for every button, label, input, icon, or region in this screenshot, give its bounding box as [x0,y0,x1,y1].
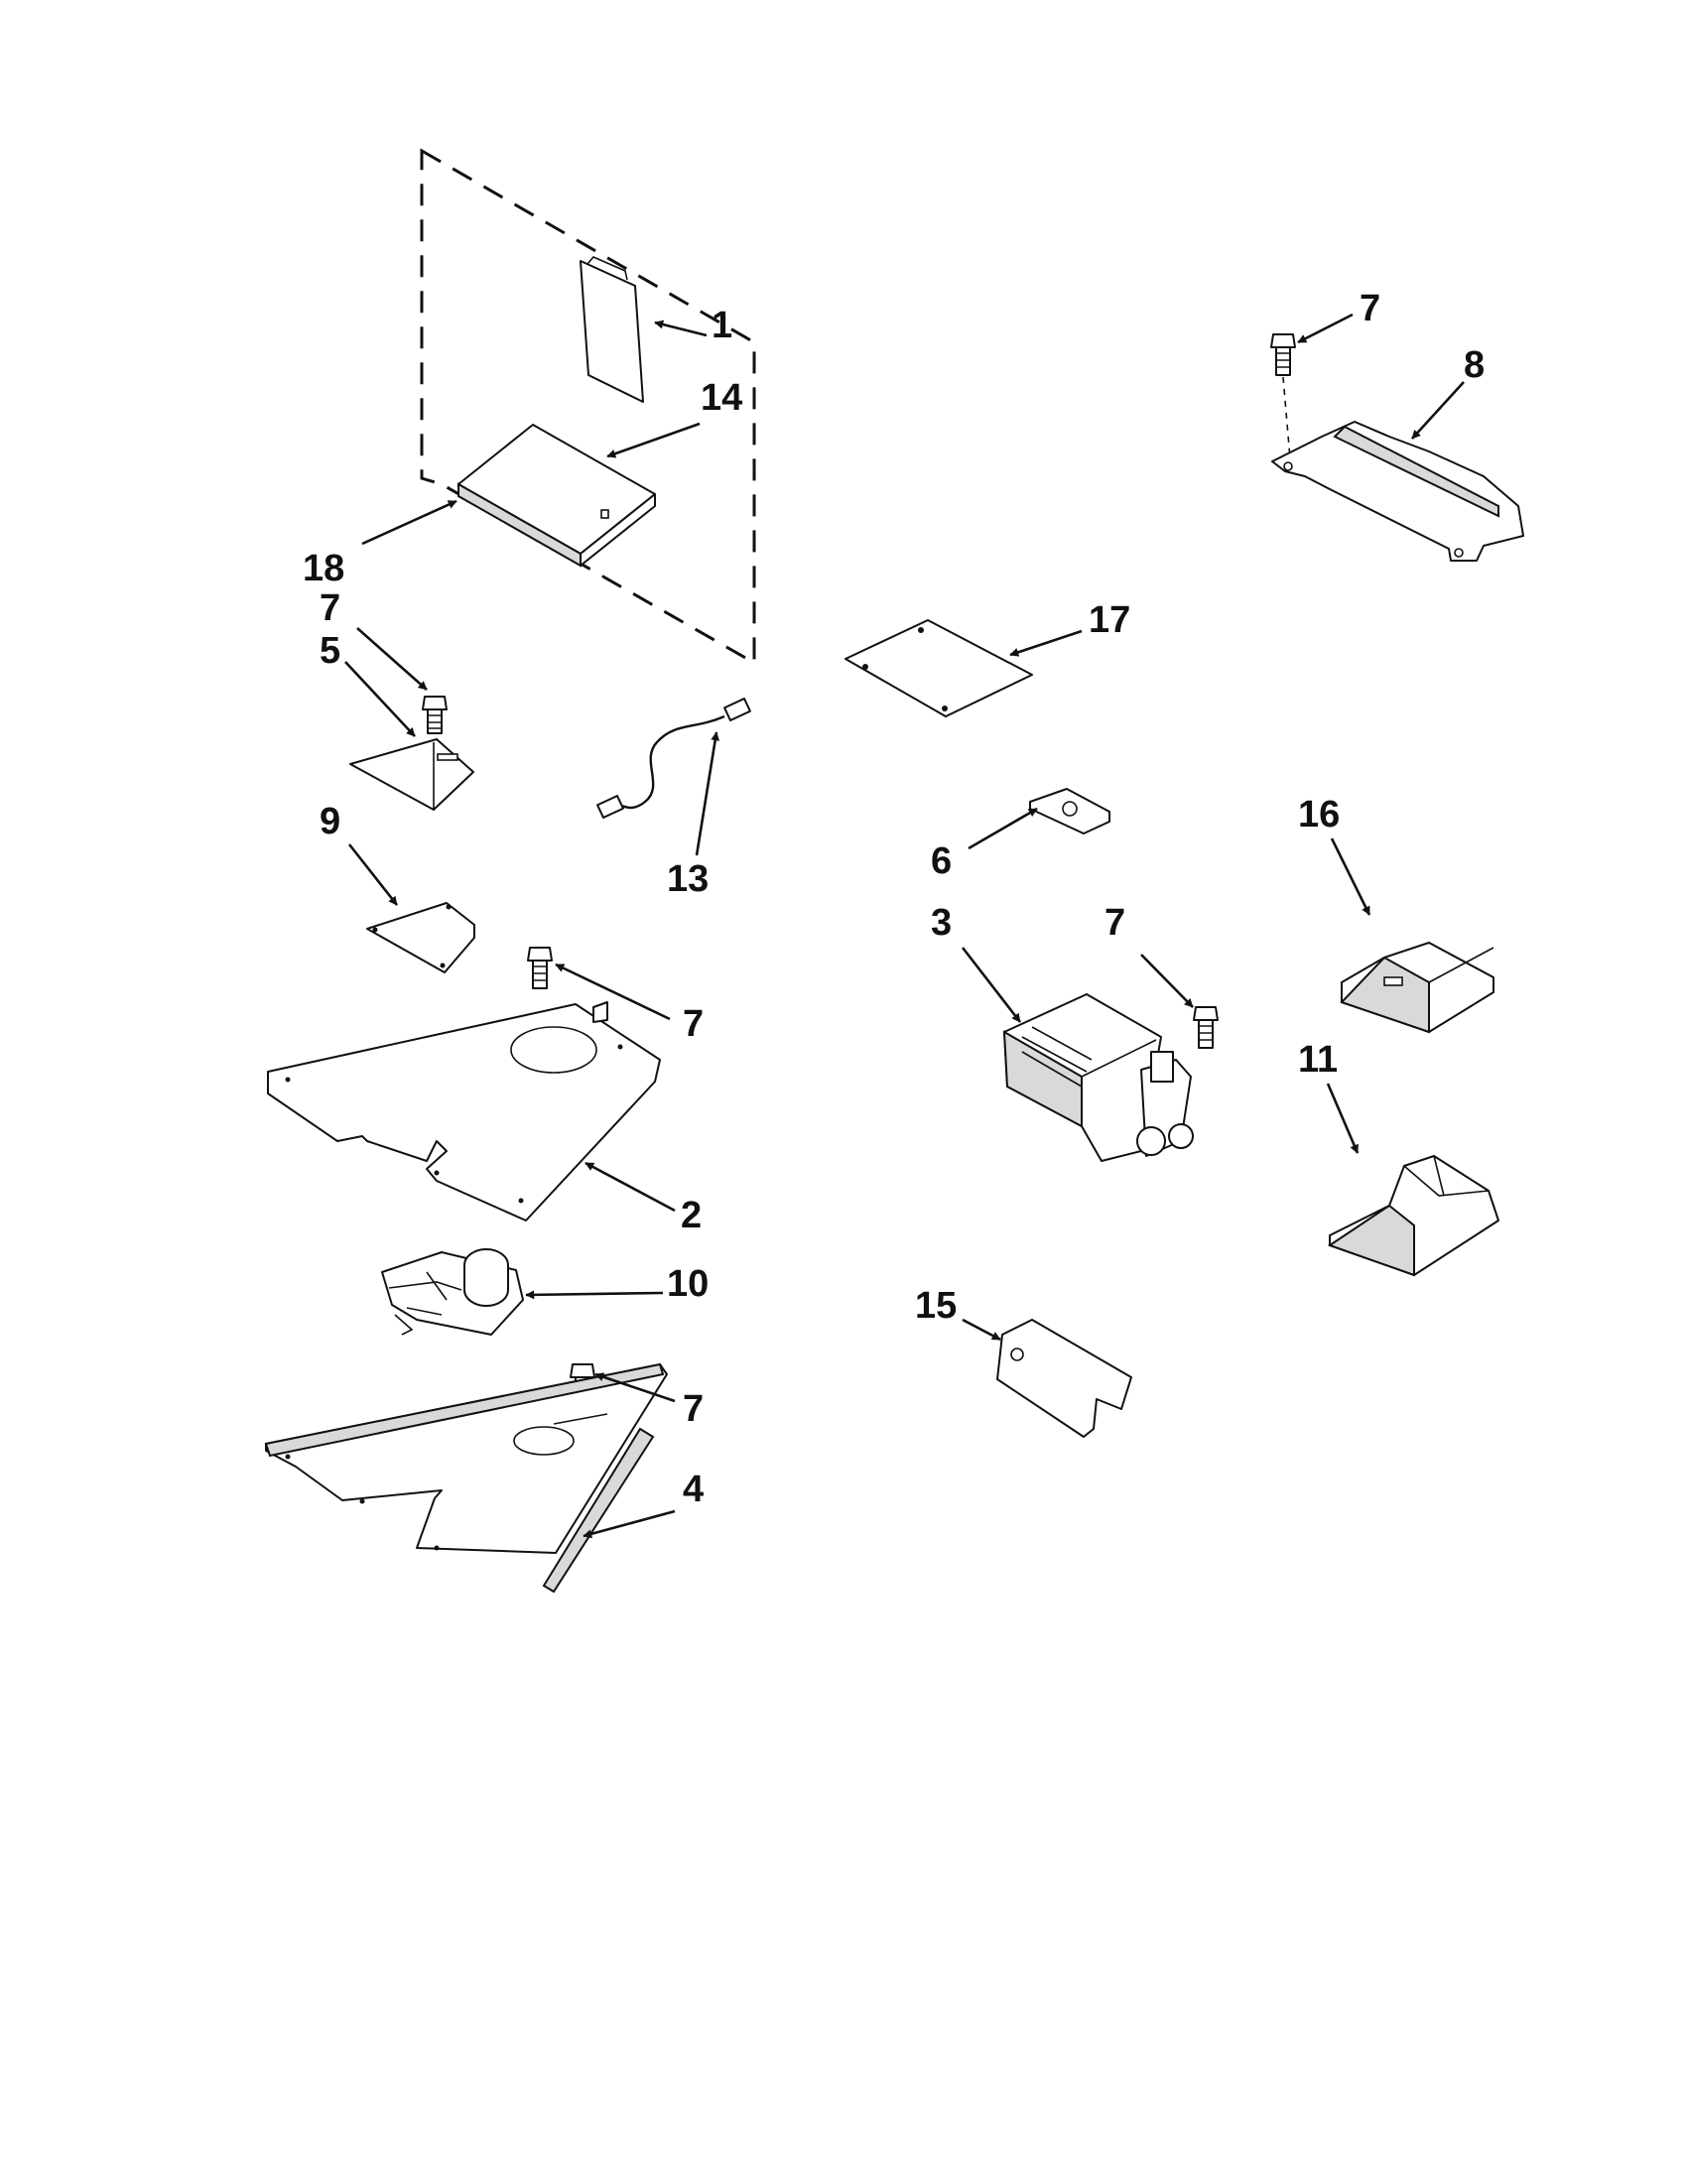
callout-7-center: 7 [1104,902,1125,944]
part-8-bracket [1271,421,1524,562]
screw-7-left-middle [527,947,553,989]
part-2-base-plate [267,1001,661,1221]
screw-7-top-right [1270,333,1296,459]
part-5-bracket [349,738,474,811]
part-11-bracket [1327,1155,1499,1277]
part-4-bottom-plate [264,1362,668,1594]
callout-14: 14 [701,377,742,419]
callout-5: 5 [320,630,340,672]
callout-4: 4 [683,1469,704,1510]
part-14-panel [457,424,656,568]
part-13-wire-harness [596,698,751,819]
callout-13: 13 [667,858,709,900]
callout-8: 8 [1464,344,1485,386]
callout-16: 16 [1298,794,1340,835]
part-6-plate [1029,788,1110,835]
callout-15: 15 [915,1285,957,1327]
callout-11: 11 [1298,1039,1338,1081]
part-16-bracket [1340,942,1494,1034]
part-1-plate [580,256,644,403]
callout-17: 17 [1089,599,1130,641]
callout-18: 18 [303,548,344,589]
callout-3: 3 [931,902,952,944]
part-17-panel [844,619,1033,717]
part-10-motor-assembly [381,1248,524,1336]
callout-10: 10 [667,1263,709,1305]
callout-9: 9 [320,801,340,842]
callout-2: 2 [681,1195,702,1236]
callout-7-left-upper: 7 [320,587,340,629]
screw-7-left-upper [422,696,448,734]
callout-7-top-right: 7 [1360,288,1380,329]
screw-7-center [1193,1006,1219,1049]
callout-6: 6 [931,840,952,882]
callout-7-left-middle: 7 [683,1003,704,1045]
callout-1: 1 [712,305,732,346]
part-3-control-assembly [1002,993,1194,1162]
callout-7-left-lower: 7 [683,1388,704,1430]
part-9-plate [366,902,475,973]
part-15-shield [996,1319,1132,1438]
